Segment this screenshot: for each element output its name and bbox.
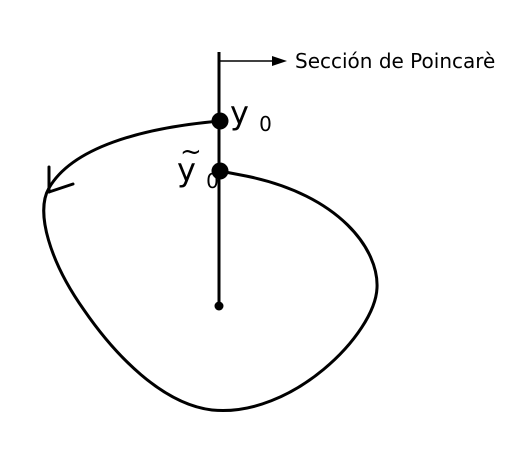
section-bottom-dot [214, 301, 224, 311]
point-y0 [211, 112, 229, 130]
label-y0-tilde-mark: ~ [180, 137, 202, 167]
trajectory-arrowhead [47, 165, 75, 194]
section-label-arrow [219, 56, 287, 66]
label-y0: y 0 [230, 94, 272, 136]
label-y0-tilde: y 0 [177, 151, 219, 193]
label-y0-subscript: 0 [259, 112, 272, 136]
label-y0-base: y [230, 94, 249, 132]
point-y0-tilde [211, 162, 229, 180]
label-y0-tilde-base: y [177, 151, 196, 189]
trajectory-curve [42, 119, 379, 412]
label-y0-tilde-subscript: 0 [206, 169, 219, 193]
section-label: Sección de Poincarè [295, 49, 495, 73]
